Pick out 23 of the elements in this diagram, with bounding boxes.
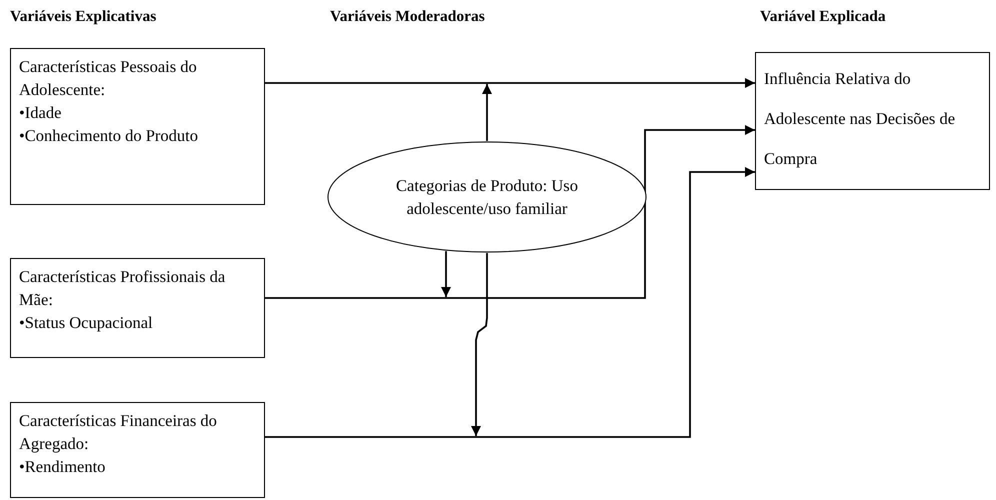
variable-text: Características Profissionais da Mãe:	[19, 266, 226, 311]
variable-text: Influência Relativa do Adolescente nas Decisões de Compra	[764, 68, 956, 170]
bullet-item: •Conhecimento do Produto	[19, 125, 200, 147]
variable-box	[755, 52, 990, 190]
variable-text: Características Pessoais do Adolescente:	[19, 56, 198, 101]
moderator-arrow	[441, 251, 451, 297]
bullet-item: •Status Ocupacional	[19, 312, 154, 334]
variable-box	[10, 258, 265, 358]
bullet-item: •Idade	[19, 102, 62, 124]
arrow	[265, 125, 755, 299]
arrow	[265, 167, 755, 438]
moderator-ellipse	[327, 141, 647, 253]
arrow	[265, 78, 755, 88]
column-heading: Variável Explicada	[760, 8, 886, 26]
variable-box	[10, 402, 265, 498]
bullet-item: •Rendimento	[19, 456, 106, 478]
variable-box	[10, 48, 265, 205]
variable-text: Características Financeiras do Agregado:	[19, 410, 218, 455]
variable-text: Categorias de Produto: Uso adolescente/uso familiar	[395, 175, 579, 220]
moderator-arrow	[482, 84, 492, 141]
column-heading: Variáveis Moderadoras	[330, 8, 485, 26]
moderator-arrow	[471, 253, 488, 436]
column-heading: Variáveis Explicativas	[10, 8, 156, 26]
